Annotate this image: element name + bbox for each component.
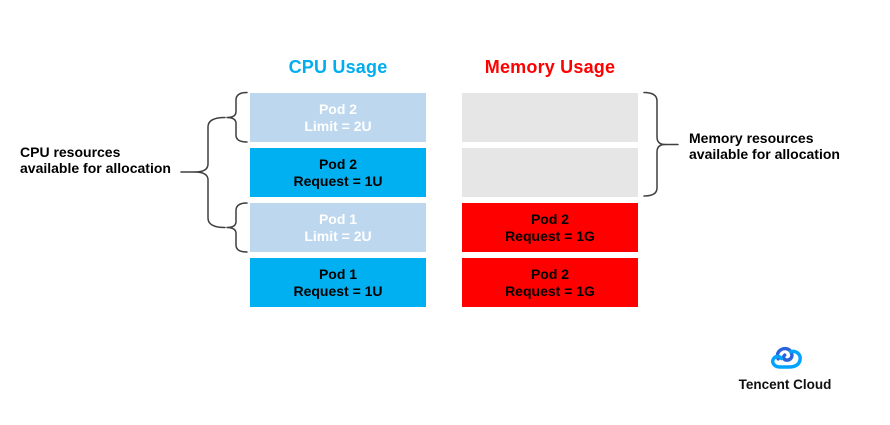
cpu-usage-title: CPU Usage (288, 57, 388, 77)
box-line1: Pod 2 (318, 100, 358, 117)
box-line2: Limit = 2U (304, 117, 372, 134)
box-line1: Pod 2 (318, 155, 358, 172)
memory-usage-title: Memory Usage (484, 57, 616, 77)
cpu-resources-label-line1: CPU resources (20, 144, 121, 160)
cpu-box-pod2-request: Pod 2 Request = 1U (250, 148, 426, 197)
memory-box-free-1 (462, 93, 638, 142)
box-line2: Request = 1U (293, 282, 383, 299)
cloud-icon (771, 346, 802, 369)
cpu-box-pod1-limit: Pod 1 Limit = 2U (250, 203, 426, 252)
box-line2: Request = 1G (505, 227, 595, 244)
cpu-main-brace (194, 116, 226, 229)
cpu-pod2-limit-brace (226, 91, 248, 143)
cpu-box-pod1-request: Pod 1 Request = 1U (250, 258, 426, 307)
box-line1: Pod 1 (318, 265, 358, 282)
memory-box-pod2-request-2: Pod 2 Request = 1G (462, 258, 638, 307)
cpu-box-pod2-limit: Pod 2 Limit = 2U (250, 93, 426, 142)
tencent-cloud-logo: Tencent Cloud (735, 341, 835, 392)
box-line1: Pod 1 (318, 210, 358, 227)
memory-resources-label-line2: available for allocation (689, 146, 840, 162)
box-line2: Request = 1U (293, 172, 383, 189)
memory-box-pod2-request-1: Pod 2 Request = 1G (462, 203, 638, 252)
logo-text: Tencent Cloud (738, 377, 832, 392)
cpu-pod1-limit-brace (226, 202, 248, 253)
memory-resources-label-line1: Memory resources (689, 130, 814, 146)
box-line1: Pod 2 (530, 210, 570, 227)
box-line2: Request = 1G (505, 282, 595, 299)
memory-free-brace (643, 91, 666, 197)
memory-resources-label: Memory resources available for allocatio… (689, 130, 840, 162)
memory-box-free-2 (462, 148, 638, 197)
box-line2: Limit = 2U (304, 227, 372, 244)
cpu-resources-label: CPU resources available for allocation (20, 144, 171, 176)
cpu-resources-label-line2: available for allocation (20, 160, 171, 176)
box-line1: Pod 2 (530, 265, 570, 282)
